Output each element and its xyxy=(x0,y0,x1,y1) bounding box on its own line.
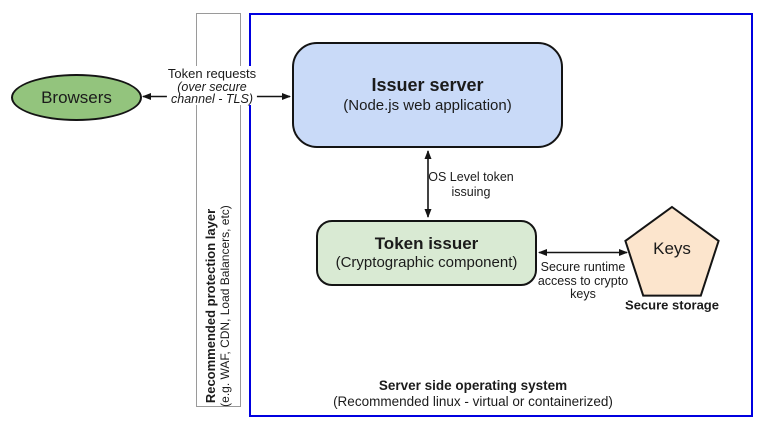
secure-storage-caption: Secure storage xyxy=(625,297,719,313)
os-boundary-frame xyxy=(249,13,753,417)
os-caption-title: Server side operating system xyxy=(378,378,568,393)
os-boundary-caption: Server side operating system (Recommende… xyxy=(333,378,613,410)
keys-label: Keys xyxy=(653,239,691,258)
token-requests-label-line3: channel - TLS) xyxy=(171,92,253,106)
browsers-label: Browsers xyxy=(41,87,112,107)
os-token-issuing-label-line2: issuing xyxy=(451,185,491,199)
issuer-server-title: Issuer server xyxy=(371,75,484,95)
os-token-issuing-label: OS Level token issuing xyxy=(428,170,513,200)
os-token-issuing-label-line1: OS Level token xyxy=(428,170,514,184)
token-requests-label-line1: Token requests xyxy=(167,66,257,81)
token-issuer-node: Token issuer (Cryptographic component) xyxy=(316,220,537,286)
token-issuer-subtitle: (Cryptographic component) xyxy=(335,254,518,271)
secure-runtime-label-line3: keys xyxy=(570,287,596,301)
secure-runtime-label: Secure runtime access to crypto keys xyxy=(537,260,629,302)
token-issuer-title: Token issuer xyxy=(374,234,479,253)
keys-pentagon xyxy=(624,205,720,297)
os-caption-subtitle: (Recommended linux - virtual or containe… xyxy=(333,394,613,409)
token-requests-label: Token requests (over secure channel - TL… xyxy=(166,66,258,106)
issuer-server-subtitle: (Node.js web application) xyxy=(343,97,512,114)
browsers-node: Browsers xyxy=(11,74,142,121)
secure-runtime-label-line2: access to crypto xyxy=(537,273,629,288)
issuer-server-node: Issuer server (Node.js web application) xyxy=(292,42,563,148)
token-requests-label-line2: (over secure xyxy=(177,80,247,94)
secure-runtime-label-line1: Secure runtime xyxy=(540,260,626,274)
